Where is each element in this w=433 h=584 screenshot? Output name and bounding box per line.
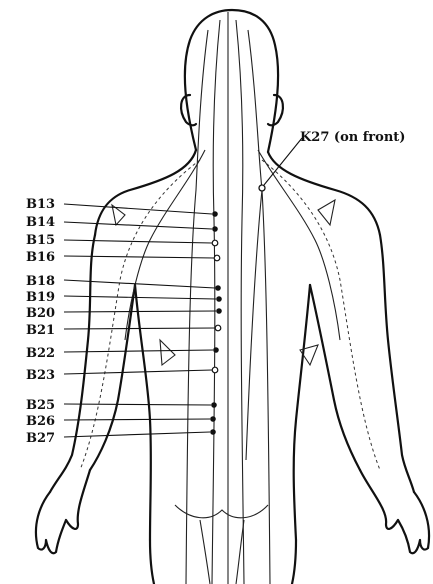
label-b19: B19 bbox=[26, 290, 55, 305]
point-dot-b25 bbox=[211, 402, 217, 408]
label-b26: B26 bbox=[26, 414, 55, 429]
point-dot-b21 bbox=[215, 325, 221, 331]
label-b16: B16 bbox=[26, 250, 55, 265]
point-dot-b13 bbox=[212, 211, 218, 217]
point-dot-b14 bbox=[212, 226, 218, 232]
point-dot-b18 bbox=[215, 285, 221, 291]
point-dot-b19 bbox=[216, 296, 222, 302]
label-b23: B23 bbox=[26, 368, 55, 383]
point-dot-b27 bbox=[210, 429, 216, 435]
label-b20: B20 bbox=[26, 306, 55, 321]
point-dot-b23 bbox=[212, 367, 218, 373]
label-b13: B13 bbox=[26, 197, 55, 212]
label-b18: B18 bbox=[26, 274, 55, 289]
label-b21: B21 bbox=[26, 323, 55, 338]
label-b25: B25 bbox=[26, 398, 55, 413]
point-dot-b26 bbox=[210, 416, 216, 422]
acupoint-dots bbox=[210, 185, 265, 435]
point-dot-b15 bbox=[212, 240, 218, 246]
point-dot-k27 bbox=[259, 185, 265, 191]
meridian-lines bbox=[80, 12, 380, 584]
label-b22: B22 bbox=[26, 346, 55, 361]
label-k27: K27 (on front) bbox=[300, 130, 405, 145]
label-b27: B27 bbox=[26, 431, 55, 446]
point-dot-b22 bbox=[213, 347, 219, 353]
label-b15: B15 bbox=[26, 233, 55, 248]
point-dot-b20 bbox=[216, 308, 222, 314]
leader-lines bbox=[64, 138, 302, 437]
point-dot-b16 bbox=[214, 255, 220, 261]
label-b14: B14 bbox=[26, 215, 55, 230]
